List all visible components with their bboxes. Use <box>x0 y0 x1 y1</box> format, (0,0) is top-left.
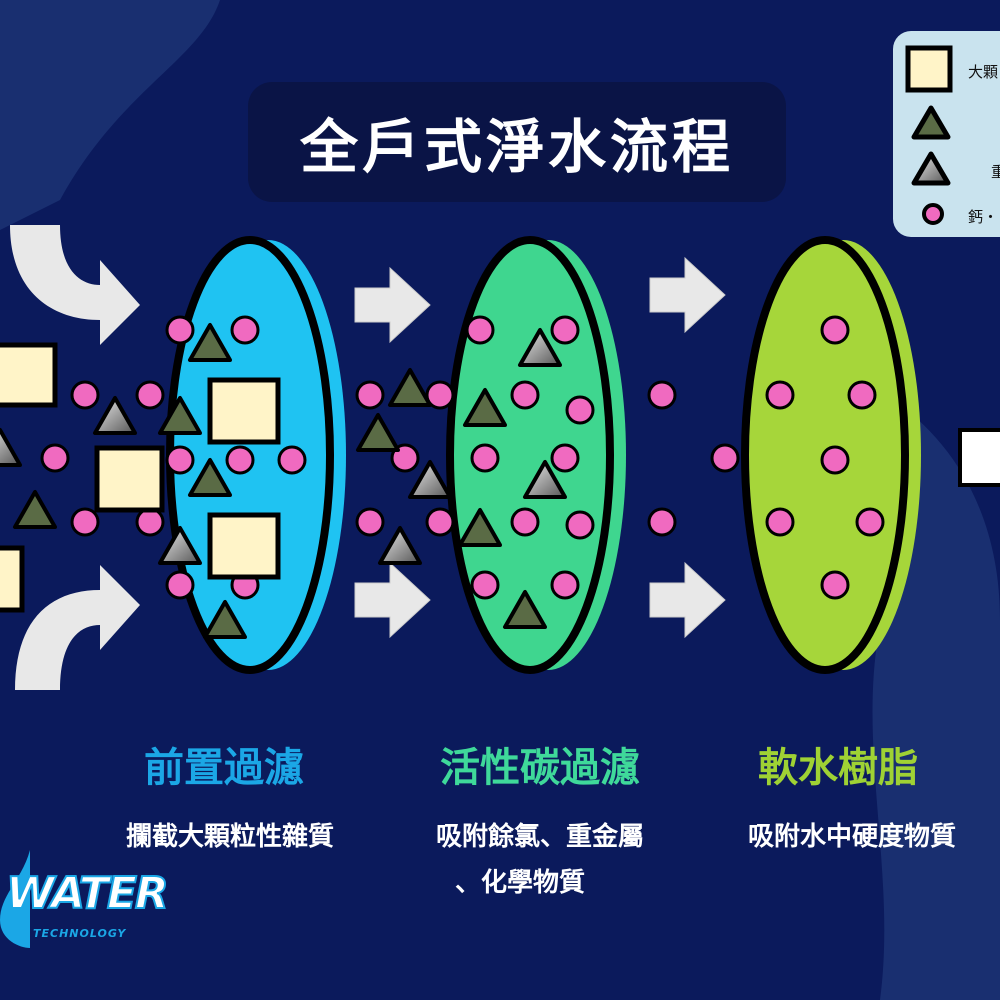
legend-pink-circle-icon <box>922 203 944 225</box>
contaminant-triangle-green <box>13 490 57 529</box>
contaminant-circle <box>550 570 580 600</box>
contaminant-triangle-gray <box>523 460 567 499</box>
arrow-right-icon <box>354 561 431 639</box>
contaminant-triangle-green <box>188 323 232 362</box>
contaminant-triangle-green <box>503 590 547 629</box>
contaminant-circle <box>40 443 70 473</box>
desc-line: 吸附餘氯、重金屬 <box>435 822 644 852</box>
contaminant-circle <box>765 507 795 537</box>
contaminant-triangle-green <box>356 413 400 452</box>
contaminant-circle <box>565 395 595 425</box>
contaminant-circle <box>647 507 677 537</box>
flow-arrows <box>10 225 1000 690</box>
contaminant-square <box>0 342 58 408</box>
arrow-right-icon <box>354 266 431 344</box>
contaminant-circle <box>355 380 385 410</box>
contaminant-circle <box>135 507 165 537</box>
contaminant-triangle-green <box>388 368 432 407</box>
contaminant-circle <box>425 380 455 410</box>
contaminant-circle <box>565 510 595 540</box>
curved-arrow-icon <box>10 225 140 345</box>
outlet-box <box>958 428 1000 487</box>
contaminant-triangle-green <box>458 508 502 547</box>
arrow-right-icon <box>649 561 726 639</box>
arrow-right-icon <box>649 256 726 334</box>
contaminant-circle <box>225 445 255 475</box>
contaminant-circle <box>710 443 740 473</box>
contaminant-circle <box>820 315 850 345</box>
contaminant-triangle-gray <box>378 526 422 565</box>
contaminant-circle <box>550 315 580 345</box>
title-banner: 全戶式淨水流程 <box>248 82 786 202</box>
filter-disc-2 <box>446 236 614 674</box>
contaminant-circle <box>847 380 877 410</box>
contaminant-square <box>207 377 281 445</box>
contaminant-circle <box>70 380 100 410</box>
contaminant-circle <box>820 570 850 600</box>
legend-green-triangle-icon <box>911 105 951 140</box>
logo-subtext: TECHNOLOGY <box>33 927 127 940</box>
contaminant-circle <box>165 315 195 345</box>
contaminant-circle <box>277 445 307 475</box>
contaminant-square <box>94 445 165 513</box>
stage-desc-softener: 吸附水中硬度物質 <box>692 814 1000 860</box>
stage-title-carbon: 活性碳過濾 <box>440 745 640 791</box>
contaminant-triangle-green <box>463 388 507 427</box>
contaminant-circle <box>425 507 455 537</box>
legend-label: 大顆 <box>968 63 999 81</box>
contaminant-circle <box>855 507 885 537</box>
contaminant-circle <box>355 507 385 537</box>
contaminant-circle <box>165 445 195 475</box>
contaminant-triangle-green <box>188 458 232 497</box>
contaminant-circle <box>70 507 100 537</box>
contaminant-circle <box>465 315 495 345</box>
page-title: 全戶式淨水流程 <box>299 113 734 181</box>
contaminant-triangle-green <box>158 396 202 435</box>
contaminant-circle <box>470 443 500 473</box>
stage-title-softener: 軟水樹脂 <box>758 745 918 791</box>
legend-label: 鈣・ <box>968 208 999 226</box>
contaminant-triangle-gray <box>0 428 22 467</box>
contaminant-circle <box>820 445 850 475</box>
water-technology-logo: WATER TECHNOLOGY <box>0 850 170 950</box>
contaminant-circle <box>135 380 165 410</box>
desc-line: 吸附水中硬度物質 <box>747 822 956 852</box>
stage-title-prefilter: 前置過濾 <box>144 745 304 791</box>
contaminant-triangle-gray <box>93 396 137 435</box>
contaminant-triangle-gray <box>518 328 562 367</box>
contaminant-triangle-gray <box>158 526 202 565</box>
contaminant-circle <box>165 570 195 600</box>
logo-text: WATER <box>5 867 170 920</box>
contaminant-circle <box>230 315 260 345</box>
contaminant-circle <box>470 570 500 600</box>
contaminant-circle <box>510 380 540 410</box>
contaminant-triangle-green <box>203 600 247 639</box>
desc-line: 、化學物質 <box>455 868 586 898</box>
contaminant-square <box>207 512 281 580</box>
legend: 大顆 重 鈣・ <box>893 31 1000 237</box>
contaminant-triangle-gray <box>408 460 452 499</box>
map-texture <box>0 0 220 230</box>
contaminant-circle <box>765 380 795 410</box>
stage-desc-prefilter: 攔截大顆粒性雜質 <box>70 814 390 860</box>
contaminant-circle <box>647 380 677 410</box>
legend-gray-triangle-icon <box>911 151 951 186</box>
legend-square-icon <box>905 45 953 93</box>
contaminant-circle <box>550 443 580 473</box>
contaminant-square <box>0 545 25 613</box>
legend-label: 重 <box>991 163 1000 181</box>
contaminant-circle <box>510 507 540 537</box>
stage-desc-carbon: 吸附餘氯、重金屬 、化學物質 <box>380 814 700 906</box>
desc-line: 攔截大顆粒性雜質 <box>125 822 334 852</box>
curved-arrow-icon <box>15 565 140 690</box>
particles <box>0 315 885 639</box>
